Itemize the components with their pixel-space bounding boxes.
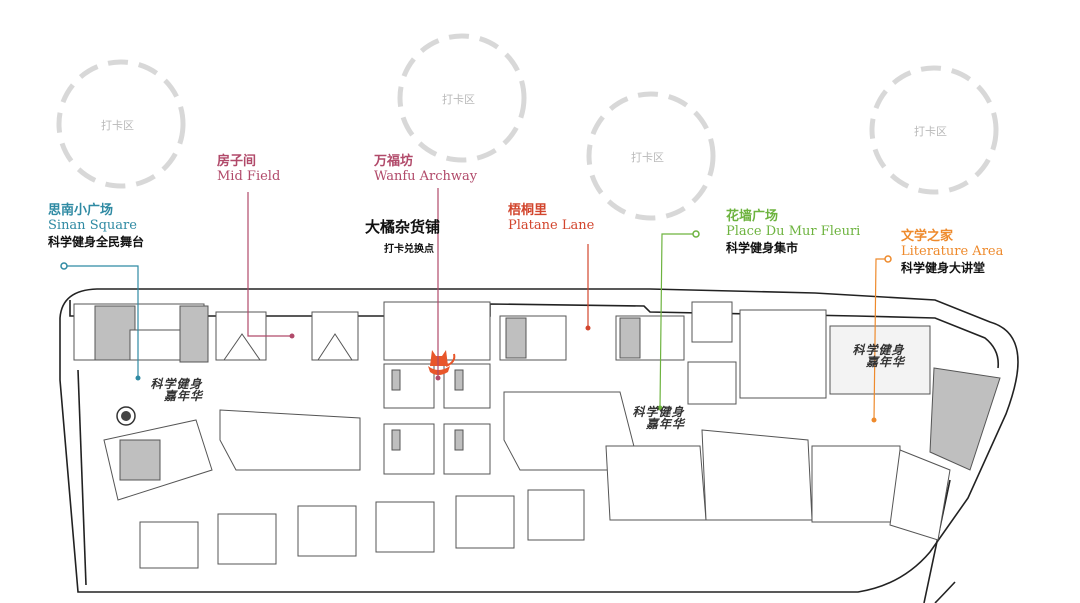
location-dot-icon[interactable] [657, 405, 663, 411]
place-name-zh: 花墙广场 [726, 209, 779, 224]
label-literature-area[interactable]: 文学之家 Literature Area 科学健身大讲堂 [901, 229, 1004, 276]
stamp-line1: 科学健身 [632, 405, 685, 419]
leader-lines [64, 188, 888, 421]
carnival-stamp: 科学健身 嘉年华 [852, 344, 905, 368]
location-dot-icon[interactable] [585, 325, 591, 331]
label-place-du-mur-fleuri[interactable]: 花墙广场 Place Du Mur Fleuri 科学健身集市 [726, 209, 861, 256]
stamp-line2: 嘉年华 [164, 389, 204, 403]
leader-line-mid [247, 192, 292, 337]
location-dot-icon[interactable] [884, 255, 892, 263]
checkin-zone-circle[interactable] [397, 33, 527, 163]
stamp-line1: 科学健身 [852, 343, 905, 357]
checkin-zone-label: 打卡区 [914, 125, 947, 138]
carnival-stamp: 科学健身 嘉年华 [632, 406, 685, 430]
buildings [73, 301, 1001, 569]
label-sinan-square[interactable]: 思南小广场 Sinan Square 科学健身全民舞台 [48, 203, 145, 250]
place-name-en: Place Du Mur Fleuri [726, 223, 861, 239]
place-name-zh: 文学之家 [901, 229, 954, 244]
location-dot-icon[interactable] [692, 230, 700, 238]
stamp-line1: 科学健身 [150, 377, 203, 391]
location-dot-icon[interactable] [435, 375, 441, 381]
stamp-line2: 嘉年华 [646, 417, 686, 431]
place-name-en: Literature Area [901, 243, 1004, 259]
stamp-line2: 嘉年华 [866, 355, 906, 369]
activity-label: 科学健身大讲堂 [901, 260, 986, 275]
place-name-zh: 思南小广场 [48, 203, 114, 218]
checkin-zone-label: 打卡区 [442, 93, 475, 106]
place-name-en: Wanfu Archway [374, 168, 478, 184]
carnival-stamp: 科学健身 嘉年华 [150, 378, 203, 402]
cat-icon[interactable] [428, 350, 456, 375]
location-pins [60, 230, 892, 423]
leader-line-fleuri [659, 233, 696, 409]
checkin-zone-circle[interactable] [869, 65, 999, 195]
place-name-zh: 梧桐里 [508, 203, 548, 218]
checkin-zone-label: 打卡区 [101, 119, 134, 132]
activity-label: 科学健身集市 [726, 240, 799, 255]
leader-line-sinan [64, 265, 139, 378]
place-name-zh: 万福坊 [374, 154, 414, 169]
checkin-zones [56, 33, 999, 221]
checkin-zone-circle[interactable] [56, 59, 186, 189]
store-subtitle: 打卡兑换点 [384, 244, 434, 255]
checkin-zone-label: 打卡区 [631, 151, 664, 164]
location-dot-icon[interactable] [135, 375, 141, 381]
fountain-icon [116, 406, 136, 426]
activity-label: 科学健身全民舞台 [48, 234, 145, 249]
leader-line-literature [873, 258, 888, 421]
location-dot-icon[interactable] [871, 417, 877, 423]
checkin-zone-circle[interactable] [586, 91, 716, 221]
location-dot-icon[interactable] [289, 333, 295, 339]
place-name-en: Sinan Square [48, 217, 137, 233]
location-dot-icon[interactable] [60, 262, 68, 270]
store-name[interactable]: 大橘杂货铺 [365, 218, 441, 236]
place-name-en: Platane Lane [508, 217, 595, 233]
place-name-en: Mid Field [217, 168, 281, 184]
place-name-zh: 房子间 [217, 154, 257, 169]
label-wanfu-archway[interactable]: 万福坊 Wanfu Archway [374, 154, 478, 185]
label-mid-field[interactable]: 房子间 Mid Field [217, 154, 281, 185]
label-platane-lane[interactable]: 梧桐里 Platane Lane [508, 203, 595, 234]
